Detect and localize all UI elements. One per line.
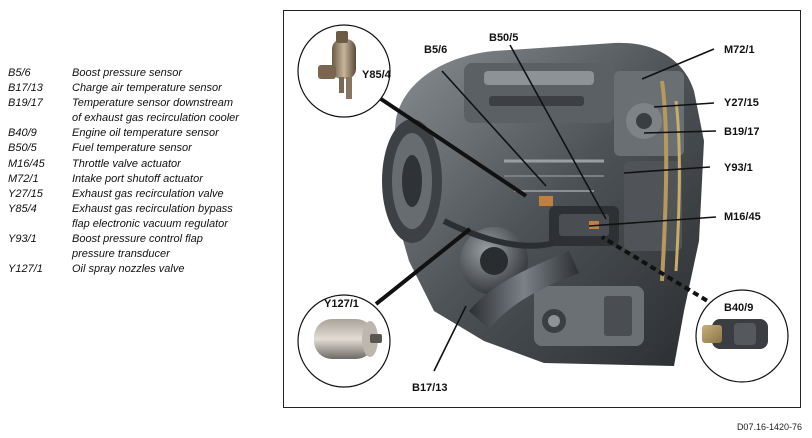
legend-description: Exhaust gas recirculation bypass flap el…	[72, 202, 233, 230]
legend-code: M16/45	[8, 157, 45, 170]
legend-description: Exhaust gas recirculation valve	[72, 187, 224, 200]
legend-code: Y93/1	[8, 233, 37, 246]
callout-label-m72-1: M72/1	[724, 44, 755, 56]
leader-line-y127-1	[374, 227, 472, 306]
leader-line-m72-1	[641, 48, 715, 80]
inset-y127-1	[297, 294, 391, 388]
legend-code: Y85/4	[8, 202, 37, 215]
legend-code: B5/6	[8, 67, 31, 79]
legend-description: Engine oil temperature sensor	[72, 127, 219, 140]
callout-label-b5-6: B5/6	[424, 44, 447, 56]
legend-description: Boost pressure sensor	[72, 67, 183, 79]
inset-y85-4	[297, 24, 391, 118]
callout-label-b19-17: B19/17	[724, 126, 759, 138]
leader-line-b17-13	[433, 305, 467, 372]
legend-item-y93-1: Y93/1 Boost pressure control flap pressur…	[8, 232, 280, 262]
legend-item-y85-4: Y85/4 Exhaust gas recirculation bypass fl…	[8, 202, 280, 232]
document-reference: D07.16-1420-76	[736, 422, 802, 432]
legend-item-b17-13: B17/13 Charge air temperature sensor	[8, 81, 280, 96]
callout-label-y85-4: Y85/4	[362, 69, 392, 81]
legend-description: Oil spray nozzles valve	[72, 263, 185, 276]
callout-label-m16-45: M16/45	[724, 211, 761, 223]
legend-description: Boost pressure control flap pressure tra…	[72, 233, 203, 261]
legend-list: B5/6 Boost pressure sensor B17/13 Charge a…	[8, 66, 280, 277]
legend-description: Intake port shutoff actuator	[72, 172, 203, 185]
callout-label-y27-15: Y27/15	[724, 97, 759, 109]
legend-description: Charge air temperature sensor	[72, 82, 222, 95]
leader-line-y93-1	[623, 166, 711, 174]
callout-label-y93-1: Y93/1	[724, 162, 753, 174]
legend-code: B19/17	[8, 97, 43, 110]
leader-line-y27-15	[653, 102, 715, 108]
legend-item-b19-17: B19/17 Temperature sensor downstream of e…	[8, 96, 280, 126]
legend-code: Y27/15	[8, 187, 43, 200]
legend-item-y27-15: Y27/15 Exhaust gas recirculation valve	[8, 187, 280, 202]
legend-item-b50-5: B50/5 Fuel temperature sensor	[8, 141, 280, 156]
legend-item-m16-45: M16/45 Throttle valve actuator	[8, 157, 280, 172]
legend-code: M72/1	[8, 172, 39, 185]
callout-label-b17-13: B17/13	[412, 382, 447, 394]
legend-code: B17/13	[8, 82, 43, 95]
callout-label-b40-9: B40/9	[724, 302, 753, 314]
legend-item-m72-1: M72/1 Intake port shutoff actuator	[8, 172, 280, 187]
callout-label-b50-5: B50/5	[489, 32, 518, 44]
leader-line-b50-5	[509, 44, 607, 220]
callout-label-y127-1: Y127/1	[324, 298, 359, 310]
inset-b40-9	[695, 289, 789, 383]
legend-item-b40-9: B40/9 Engine oil temperature sensor	[8, 126, 280, 141]
legend-description: Throttle valve actuator	[72, 157, 181, 170]
leader-line-b40-9	[600, 235, 726, 313]
legend-description: Fuel temperature sensor	[72, 142, 192, 155]
intake-hose	[469, 251, 579, 329]
leader-line-b5-6	[441, 70, 547, 187]
legend-description: Temperature sensor downstream of exhaust…	[72, 97, 239, 125]
legend-item-y127-1: Y127/1 Oil spray nozzles valve	[8, 262, 280, 277]
engine-body	[382, 42, 704, 366]
engine-diagram-frame: B5/6 B50/5 M72/1 Y27/15 B19/17 Y93/1 M16…	[283, 10, 801, 408]
leader-line-m16-45	[588, 216, 717, 227]
leader-line-y85-4	[379, 97, 528, 198]
leader-lines	[374, 44, 726, 372]
legend-code: B40/9	[8, 127, 37, 140]
legend-code: B50/5	[8, 142, 37, 155]
legend-item-b5-6: B5/6 Boost pressure sensor	[8, 66, 280, 81]
legend-code: Y127/1	[8, 263, 43, 276]
engine-diagram: B5/6 B50/5 M72/1 Y27/15 B19/17 Y93/1 M16…	[297, 24, 789, 394]
leader-line-b19-17	[643, 130, 717, 134]
